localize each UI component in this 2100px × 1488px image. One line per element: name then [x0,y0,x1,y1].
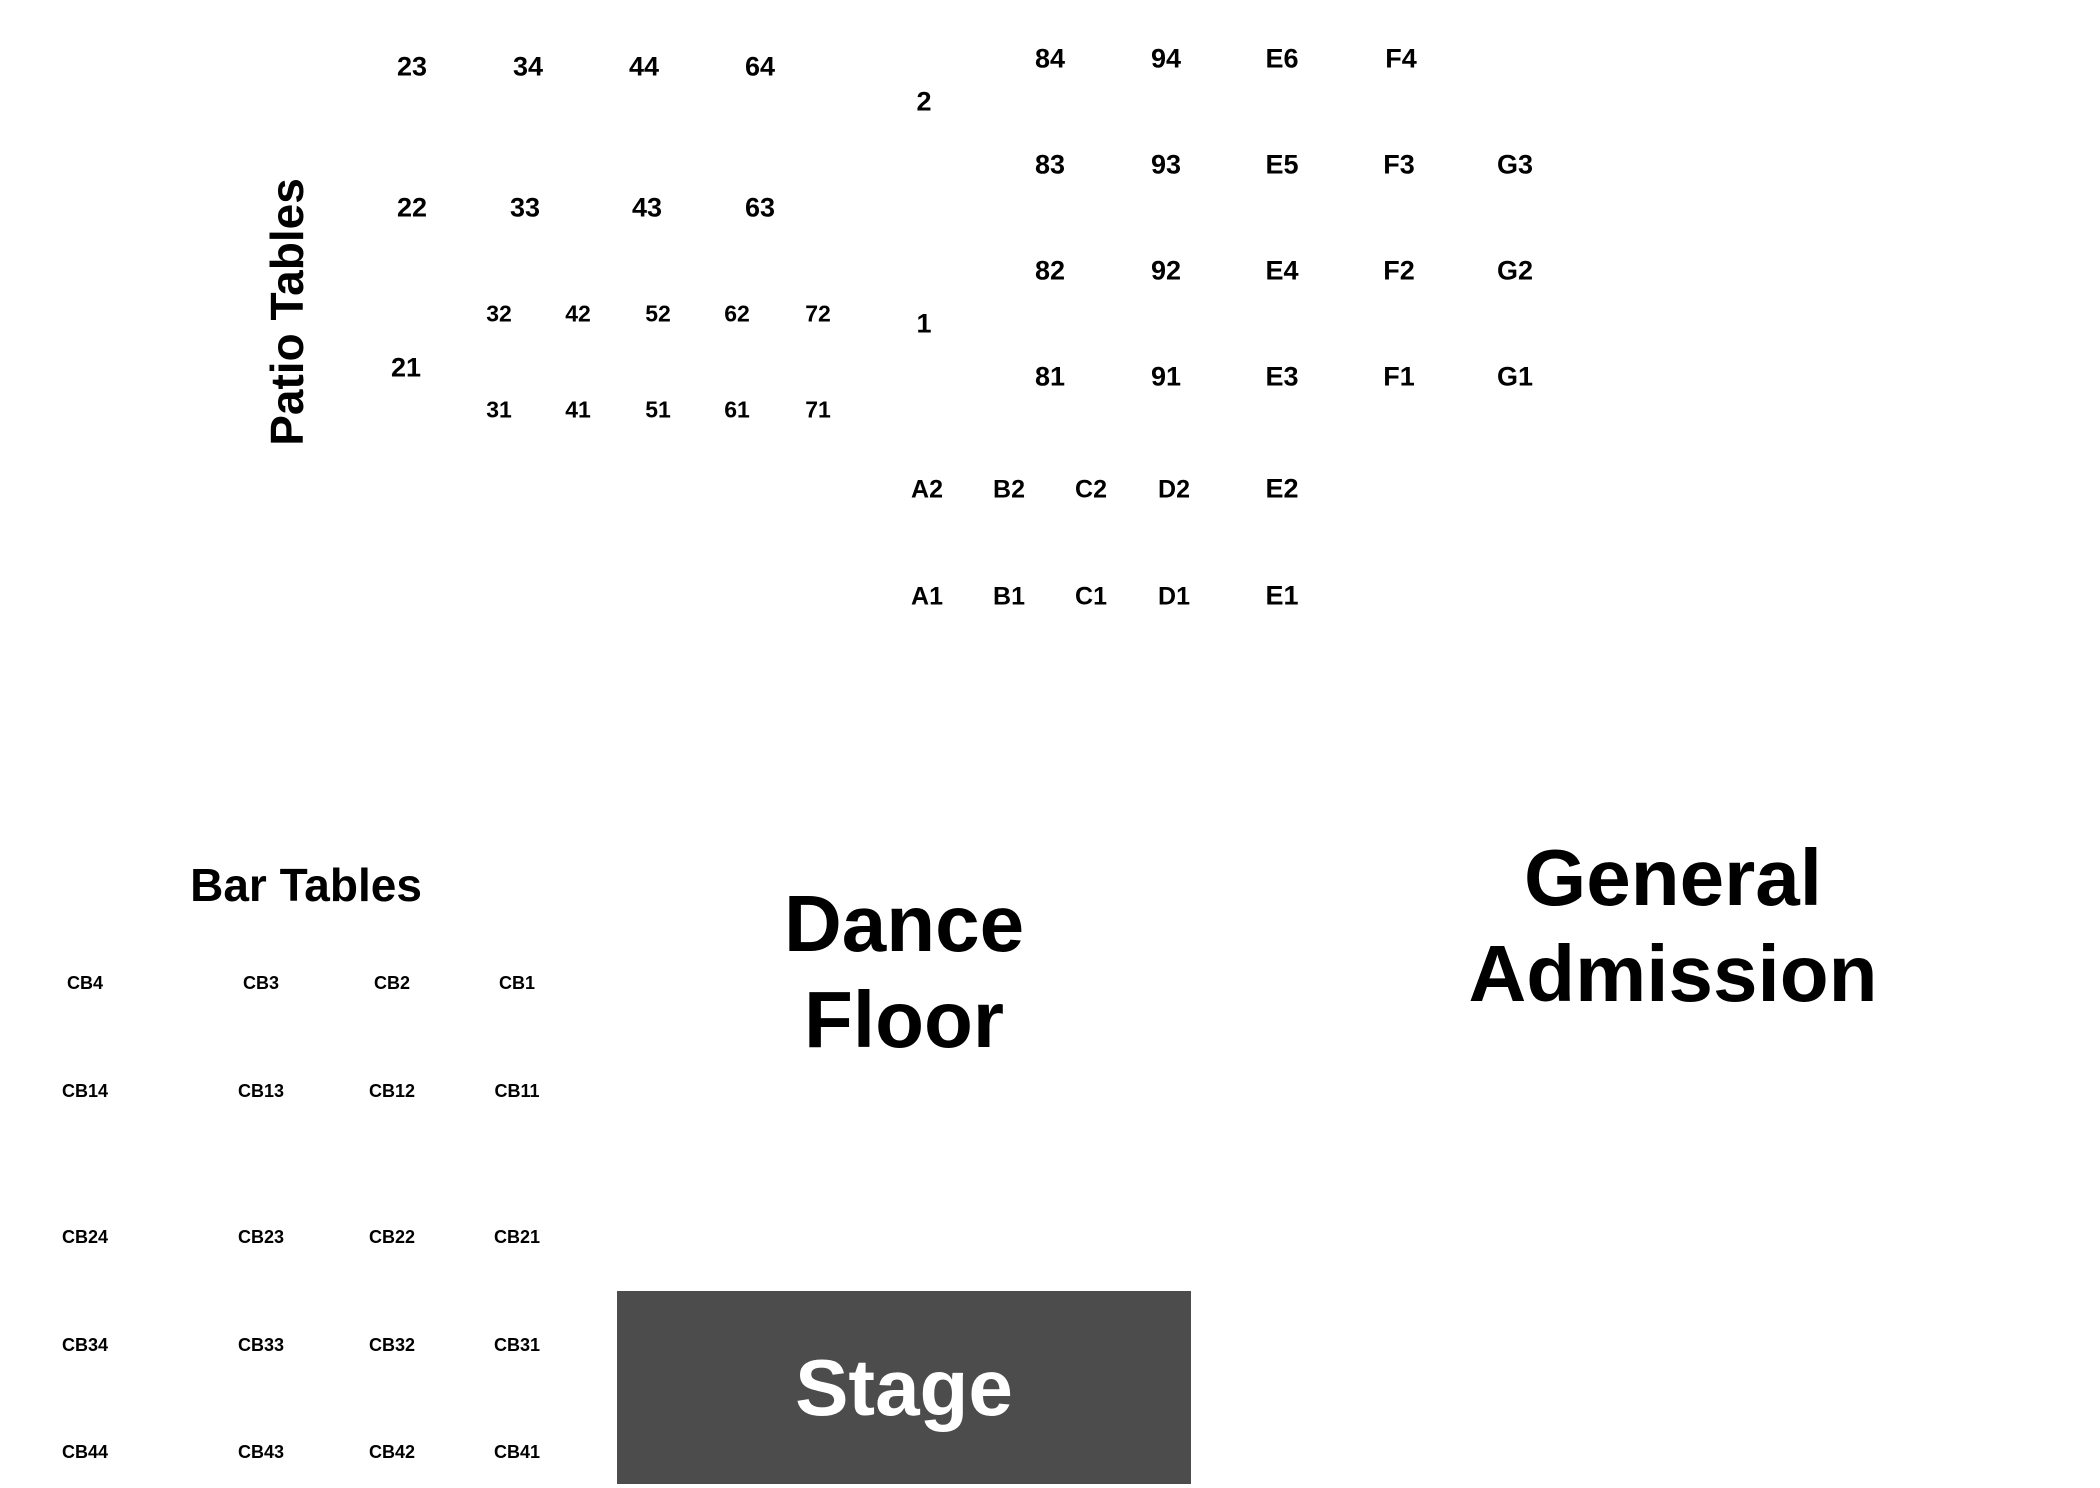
table-42[interactable]: 42 [565,300,591,327]
table-F1[interactable]: F1 [1383,361,1415,392]
table-61[interactable]: 61 [724,396,750,423]
table-82[interactable]: 82 [1034,255,1066,286]
table-F2[interactable]: F2 [1383,255,1415,286]
general-admission-label-line1: General [1524,833,1822,922]
table-72[interactable]: 72 [805,300,831,327]
table-E3[interactable]: E3 [1265,361,1299,392]
table-23[interactable]: 23 [396,51,428,82]
table-D1[interactable]: D1 [1158,582,1190,611]
table-CB43[interactable]: CB43 [237,1442,285,1462]
table-B2[interactable]: B2 [993,475,1025,504]
table-CB32[interactable]: CB32 [368,1335,416,1355]
table-CB12[interactable]: CB12 [368,1081,416,1101]
dance-floor-label-line1: Dance [783,879,1025,968]
table-A2[interactable]: A2 [911,475,943,504]
table-51[interactable]: 51 [645,396,671,423]
table-44[interactable]: 44 [628,51,660,82]
table-E6[interactable]: E6 [1265,43,1299,74]
dance-floor-area[interactable]: Dance Floor [784,876,1024,1068]
table-E4[interactable]: E4 [1265,255,1299,286]
table-32[interactable]: 32 [486,300,512,327]
table-CB21[interactable]: CB21 [493,1227,541,1247]
table-CB22[interactable]: CB22 [368,1227,416,1247]
table-CB14[interactable]: CB14 [61,1081,109,1101]
general-admission-area[interactable]: General Admission [1469,830,1878,1022]
table-A1[interactable]: A1 [911,582,943,611]
table-1[interactable]: 1 [916,308,932,339]
table-CB34[interactable]: CB34 [61,1335,109,1355]
table-41[interactable]: 41 [565,396,591,423]
table-71[interactable]: 71 [805,396,831,423]
table-F3[interactable]: F3 [1383,149,1415,180]
table-31[interactable]: 31 [486,396,512,423]
table-CB31[interactable]: CB31 [493,1335,541,1355]
table-E1[interactable]: E1 [1265,580,1299,611]
table-CB42[interactable]: CB42 [368,1442,416,1462]
table-43[interactable]: 43 [631,192,663,223]
table-94[interactable]: 94 [1150,43,1182,74]
table-C1[interactable]: C1 [1075,582,1107,611]
table-62[interactable]: 62 [724,300,750,327]
table-92[interactable]: 92 [1150,255,1182,286]
table-64[interactable]: 64 [744,51,776,82]
dance-floor-label-line2: Floor [804,975,1004,1064]
table-22[interactable]: 22 [396,192,428,223]
table-E5[interactable]: E5 [1265,149,1299,180]
table-34[interactable]: 34 [512,51,544,82]
stage-area: Stage [617,1291,1191,1484]
table-G2[interactable]: G2 [1496,255,1534,286]
table-CB13[interactable]: CB13 [237,1081,285,1101]
table-B1[interactable]: B1 [993,582,1025,611]
table-CB44[interactable]: CB44 [61,1442,109,1462]
bar-tables-title: Bar Tables [190,859,422,911]
table-21[interactable]: 21 [390,352,422,383]
table-CB2[interactable]: CB2 [373,973,411,993]
table-F4[interactable]: F4 [1385,43,1417,74]
table-CB24[interactable]: CB24 [61,1227,109,1247]
general-admission-label-line2: Admission [1468,929,1878,1018]
table-83[interactable]: 83 [1034,149,1066,180]
table-CB11[interactable]: CB11 [494,1081,540,1101]
patio-tables-title: Patio Tables [261,178,313,446]
table-CB23[interactable]: CB23 [237,1227,285,1247]
table-91[interactable]: 91 [1150,361,1182,392]
stage-label: Stage [795,1342,1013,1432]
table-CB41[interactable]: CB41 [493,1442,541,1462]
table-CB1[interactable]: CB1 [498,973,536,993]
table-E2[interactable]: E2 [1265,473,1299,504]
table-G3[interactable]: G3 [1496,149,1534,180]
table-81[interactable]: 81 [1034,361,1066,392]
table-G1[interactable]: G1 [1496,361,1534,392]
table-CB3[interactable]: CB3 [242,973,280,993]
table-2[interactable]: 2 [916,86,932,117]
table-CB4[interactable]: CB4 [66,973,104,993]
table-63[interactable]: 63 [744,192,776,223]
table-CB33[interactable]: CB33 [237,1335,285,1355]
table-D2[interactable]: D2 [1158,475,1190,504]
table-93[interactable]: 93 [1150,149,1182,180]
table-84[interactable]: 84 [1034,43,1066,74]
table-33[interactable]: 33 [509,192,541,223]
table-C2[interactable]: C2 [1075,475,1107,504]
table-52[interactable]: 52 [645,300,671,327]
